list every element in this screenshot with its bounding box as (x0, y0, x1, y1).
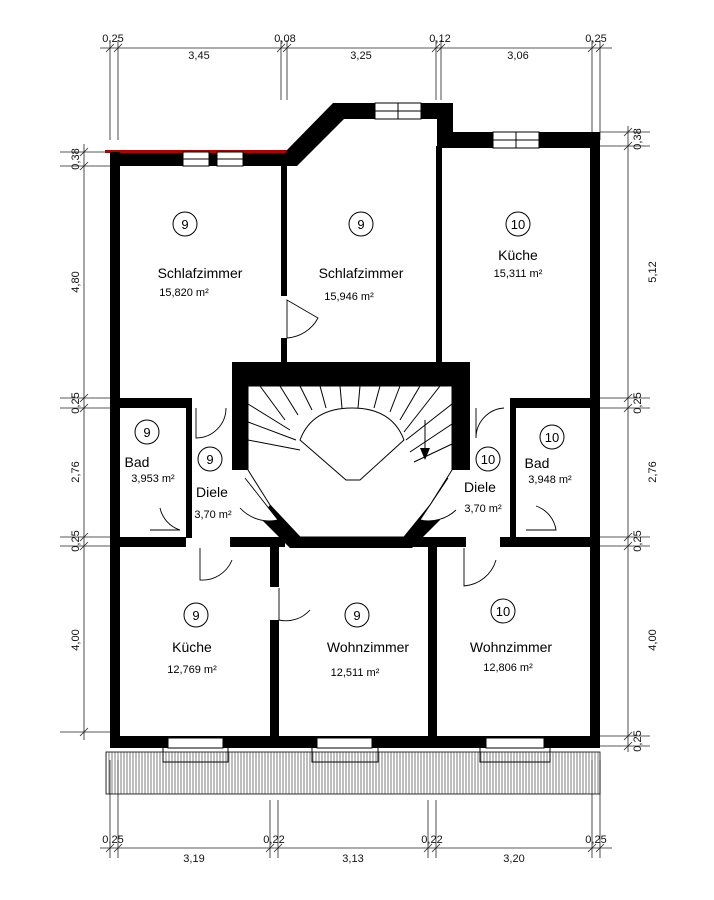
unit-number: 10 (496, 604, 510, 619)
dimension-right: 0,38 5,12 0,25 2,76 0,25 4,00 0,25 (600, 126, 659, 752)
room-area: 15,311 m² (494, 268, 543, 280)
room-name: Schlafzimmer (158, 265, 243, 281)
room-area: 3,70 m² (194, 509, 232, 521)
doors (150, 299, 557, 622)
room-diele-left: 9 Diele 3,70 m² (194, 446, 232, 521)
dim-left-2: 4,80 (70, 271, 82, 292)
room-name: Wohnzimmer (327, 639, 410, 655)
dim-right-7: 0,25 (632, 730, 644, 751)
dim-right-2: 5,12 (647, 261, 659, 282)
room-area: 3,70 m² (464, 503, 502, 515)
room-bad-left: 9 Bad 3,953 m² (125, 419, 175, 485)
dim-bottom-2: 3,19 (183, 853, 204, 865)
dim-bottom-4: 3,13 (342, 853, 363, 865)
dim-bottom-6: 3,20 (503, 853, 524, 865)
dim-left-3: 0,25 (70, 392, 82, 413)
dim-left-4: 2,76 (70, 461, 82, 482)
room-wohnzimmer-right: 10 Wohnzimmer 12,806 m² (470, 598, 553, 674)
dim-top-7: 0,25 (585, 33, 606, 45)
windows (162, 102, 551, 763)
dimension-top: 0,25 3,45 0,08 3,25 0,12 3,06 0,25 (100, 33, 612, 140)
room-name: Küche (498, 247, 538, 263)
walls (105, 103, 600, 748)
dim-top-6: 3,06 (507, 50, 528, 62)
unit-number: 10 (481, 452, 495, 467)
dim-right-1: 0,38 (632, 128, 644, 149)
dim-right-6: 4,00 (647, 629, 659, 650)
dim-bottom-5: 0,22 (421, 834, 442, 846)
room-bad-right: 10 Bad 3,948 m² (525, 424, 572, 486)
room-area: 15,946 m² (324, 291, 374, 303)
room-name: Wohnzimmer (470, 639, 553, 655)
unit-number: 9 (192, 608, 199, 623)
unit-number: 9 (206, 452, 213, 467)
room-area: 3,953 m² (131, 473, 175, 485)
unit-number: 9 (357, 217, 364, 232)
room-area: 12,806 m² (483, 662, 533, 674)
dimension-bottom: 0,25 3,19 0,22 3,13 0,22 3,20 0,25 (100, 760, 612, 865)
room-name: Bad (525, 455, 550, 471)
balcony-hatch (105, 751, 601, 795)
dim-top-1: 0,25 (102, 33, 123, 45)
dim-left-5: 0,25 (70, 530, 82, 551)
room-name: Küche (172, 639, 212, 655)
dim-right-4: 2,76 (647, 461, 659, 482)
dim-top-2: 3,45 (188, 50, 209, 62)
dim-left-1: 0,38 (70, 148, 82, 169)
unit-number: 9 (181, 217, 188, 232)
unit-number: 10 (545, 430, 559, 445)
dimension-left: 0,38 4,80 0,25 2,76 0,25 4,00 (60, 144, 110, 740)
dim-left-6: 4,00 (70, 629, 82, 650)
room-wohnzimmer-center: 9 Wohnzimmer 12,511 m² (327, 602, 410, 679)
room-kueche-left: 9 Küche 12,769 m² (167, 602, 217, 676)
room-kueche-right: 10 Küche 15,311 m² (494, 211, 543, 280)
room-schlafzimmer-center: 9 Schlafzimmer 15,946 m² (319, 211, 404, 303)
room-name: Diele (464, 479, 496, 495)
room-area: 12,769 m² (167, 664, 217, 676)
room-name: Diele (196, 484, 228, 500)
dim-top-4: 3,25 (350, 50, 371, 62)
room-area: 12,511 m² (331, 667, 380, 679)
room-area: 3,948 m² (528, 474, 572, 486)
room-name: Bad (125, 454, 150, 470)
dim-bottom-3: 0,22 (263, 834, 284, 846)
dim-bottom-1: 0,25 (102, 834, 123, 846)
unit-number: 9 (143, 425, 150, 440)
dim-right-5: 0,25 (632, 530, 644, 551)
dim-top-5: 0,12 (429, 33, 450, 45)
room-name: Schlafzimmer (319, 265, 404, 281)
unit-number: 10 (511, 217, 525, 232)
room-area: 15,820 m² (159, 287, 209, 299)
dim-right-3: 0,25 (632, 392, 644, 413)
room-diele-right: 10 Diele 3,70 m² (464, 446, 502, 515)
dim-bottom-7: 0,25 (585, 834, 606, 846)
room-schlafzimmer-left: 9 Schlafzimmer 15,820 m² (158, 211, 243, 299)
dim-top-3: 0,08 (274, 33, 295, 45)
staircase (247, 385, 453, 538)
unit-number: 9 (353, 608, 360, 623)
